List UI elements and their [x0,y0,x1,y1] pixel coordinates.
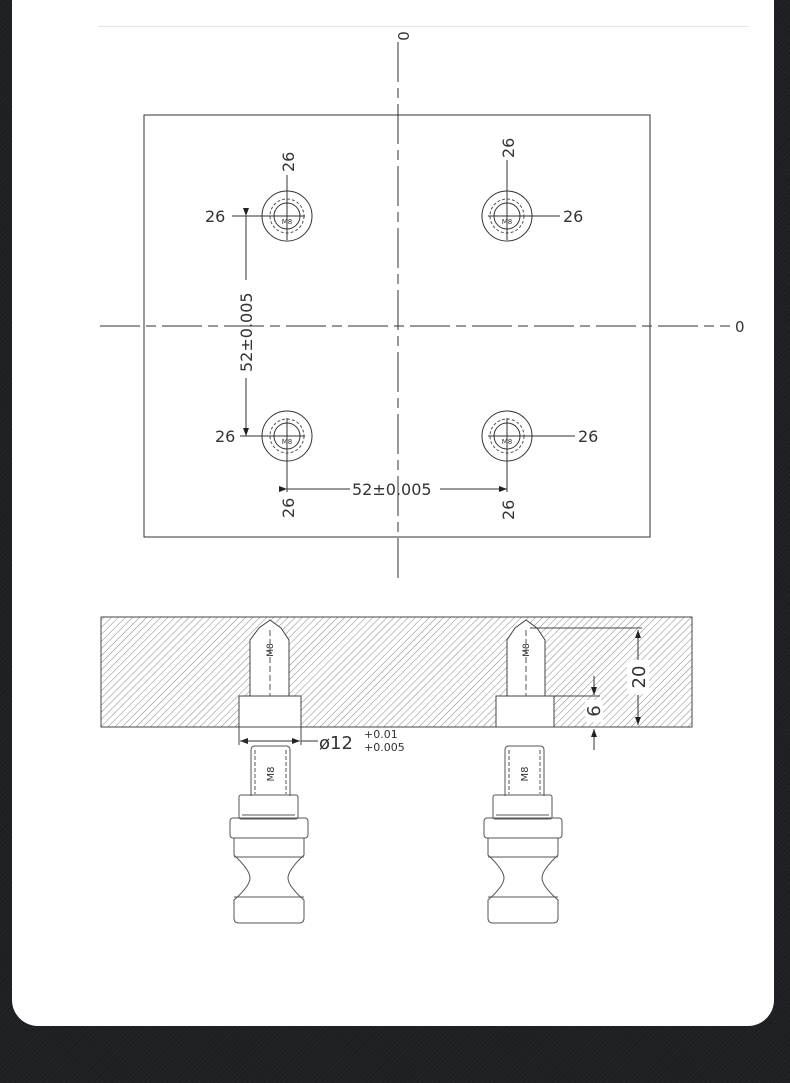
counterbore-depth-label: 6 [584,705,605,716]
top-divider [98,26,748,27]
svg-text:26: 26 [205,207,225,226]
bore-diameter-label: ø12 [319,733,353,754]
bore-right: M8 [495,619,555,728]
hole-bottom-left: M8 26 26 [215,410,313,518]
svg-text:M8: M8 [522,643,532,657]
svg-text:M8: M8 [282,438,293,446]
section-view: M8 M8 ø12 +0.01 +0.005 20 6 [100,616,693,754]
svg-text:26: 26 [499,138,518,158]
x-origin-label: 0 [735,318,745,336]
y-origin-label: 0 [394,31,412,41]
vertical-spacing-dimension: 52±0.005 [237,292,256,372]
hole-top-left: M8 26 26 [205,152,313,242]
svg-text:26: 26 [563,207,583,226]
svg-text:M8: M8 [502,438,513,446]
total-depth-label: 20 [629,666,650,689]
svg-text:26: 26 [279,498,298,518]
pin-right: M8 [483,745,563,924]
svg-text:26: 26 [499,500,518,520]
horizontal-spacing-dimension: 52±0.005 [352,480,432,499]
svg-text:M8: M8 [502,218,513,226]
svg-text:M8: M8 [266,767,277,782]
svg-text:26: 26 [279,152,298,172]
svg-text:M8: M8 [520,767,531,782]
plan-view: 0 0 M8 26 26 M8 26 26 [100,31,745,578]
drawing-card [12,0,774,1026]
pin-left: M8 [229,745,309,924]
svg-text:M8: M8 [266,643,276,657]
bore-tolerance-lower: +0.005 [364,741,405,754]
svg-text:26: 26 [215,427,235,446]
svg-text:26: 26 [578,427,598,446]
svg-text:M8: M8 [282,218,293,226]
bore-tolerance-upper: +0.01 [364,728,398,741]
hole-top-right: M8 26 26 [481,138,583,242]
hole-bottom-right: M8 26 26 [481,410,598,520]
bore-left: M8 [238,619,302,728]
